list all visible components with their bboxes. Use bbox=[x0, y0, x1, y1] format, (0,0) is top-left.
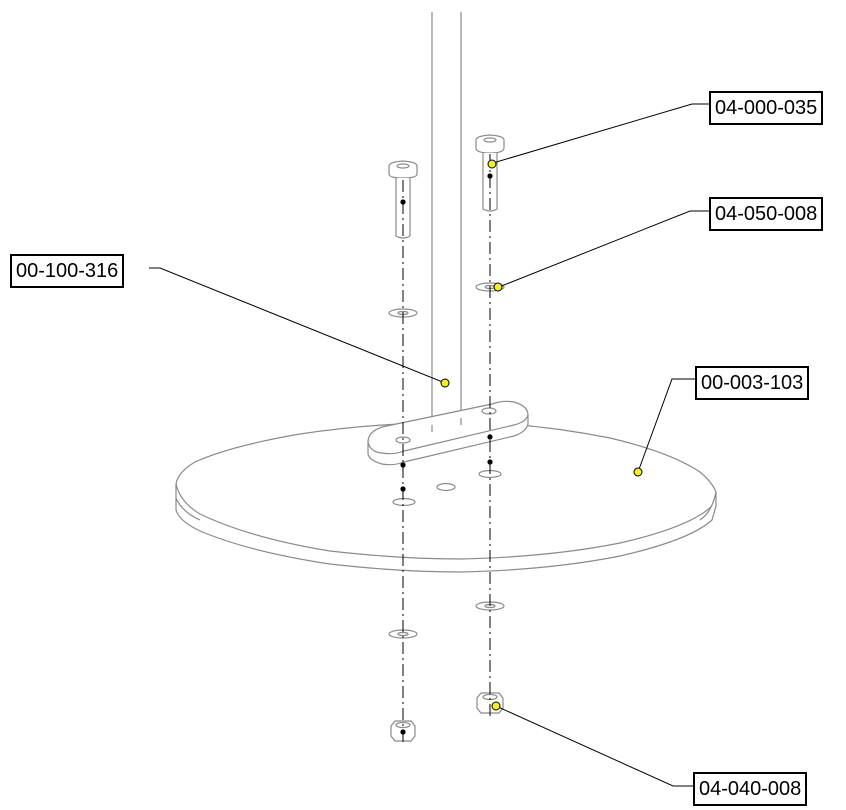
marker-base-plate bbox=[633, 467, 643, 477]
hole-point bbox=[487, 173, 493, 179]
part-label-nut: 04-040-008 bbox=[693, 772, 808, 806]
marker-screw bbox=[487, 159, 497, 169]
leader-line-base-plate bbox=[637, 378, 695, 473]
leader-line-bracket bbox=[149, 267, 446, 384]
leader-line-nut bbox=[495, 705, 693, 787]
left-washer-under bbox=[392, 497, 416, 507]
hole-point bbox=[487, 459, 493, 465]
leader-line-washer bbox=[498, 210, 709, 288]
left-washer-bottom-hole bbox=[397, 631, 409, 637]
hole-point bbox=[400, 729, 406, 735]
hole-point bbox=[487, 434, 493, 440]
part-label-column-bracket: 00-100-316 bbox=[10, 254, 125, 288]
marker-washer bbox=[493, 282, 503, 292]
part-label-washer: 04-050-008 bbox=[709, 197, 824, 231]
hole-point bbox=[400, 486, 406, 492]
marker-bracket bbox=[440, 378, 450, 388]
bracket bbox=[367, 400, 529, 466]
part-label-screw: 04-000-035 bbox=[709, 91, 824, 125]
column bbox=[431, 12, 462, 425]
hole-point bbox=[400, 462, 406, 468]
hole-point bbox=[400, 199, 406, 205]
marker-nut bbox=[491, 701, 501, 711]
leader-line-screw bbox=[492, 103, 709, 164]
base-plate bbox=[175, 421, 717, 573]
part-label-base-plate: 00-003-103 bbox=[695, 366, 810, 400]
